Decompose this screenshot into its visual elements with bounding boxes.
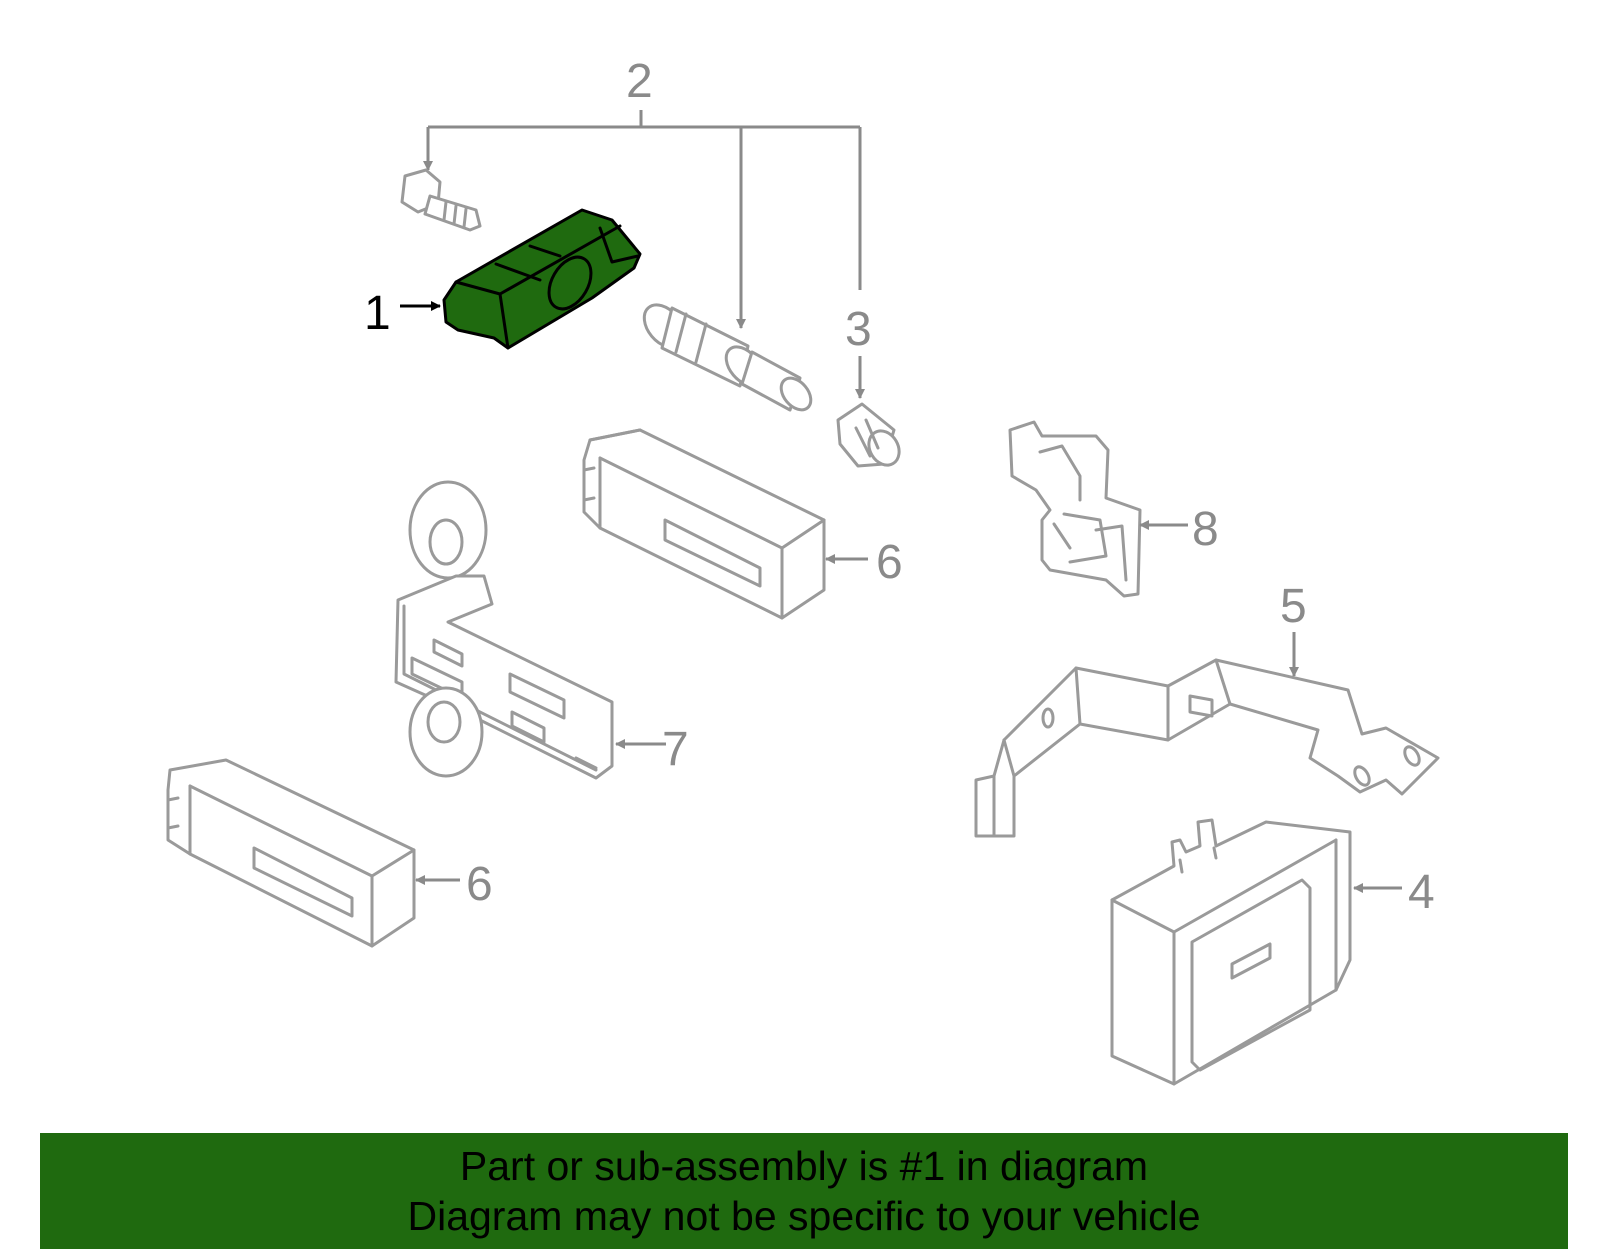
callout-2-bracket <box>423 110 862 329</box>
callout-5: 5 <box>1280 580 1307 633</box>
valve-cap <box>836 402 901 468</box>
bracket-7 <box>394 480 614 780</box>
valve-stem <box>642 303 813 412</box>
banner-background <box>40 1133 1568 1249</box>
tpms-sensor-highlighted <box>442 208 642 350</box>
callout-6b: 6 <box>466 858 493 911</box>
info-banner: Part or sub-assembly is #1 in diagram Di… <box>40 1133 1568 1249</box>
callout-8: 8 <box>1192 503 1219 556</box>
callout-7: 7 <box>662 723 689 776</box>
callout-1: 1 <box>364 287 391 340</box>
bolt <box>400 168 482 232</box>
banner-line-1: Part or sub-assembly is #1 in diagram <box>459 1143 1149 1189</box>
mounting-bracket-5 <box>974 658 1440 838</box>
control-module-4 <box>1110 818 1352 1086</box>
antenna-module-upper <box>582 428 826 620</box>
callout-6a: 6 <box>876 536 903 589</box>
callout-3: 3 <box>845 303 872 356</box>
callout-4: 4 <box>1408 866 1435 919</box>
callout-2: 2 <box>626 55 653 108</box>
mounting-bracket-8 <box>1008 420 1142 598</box>
antenna-module-lower <box>166 758 416 948</box>
banner-line-2: Diagram may not be specific to your vehi… <box>407 1193 1201 1239</box>
